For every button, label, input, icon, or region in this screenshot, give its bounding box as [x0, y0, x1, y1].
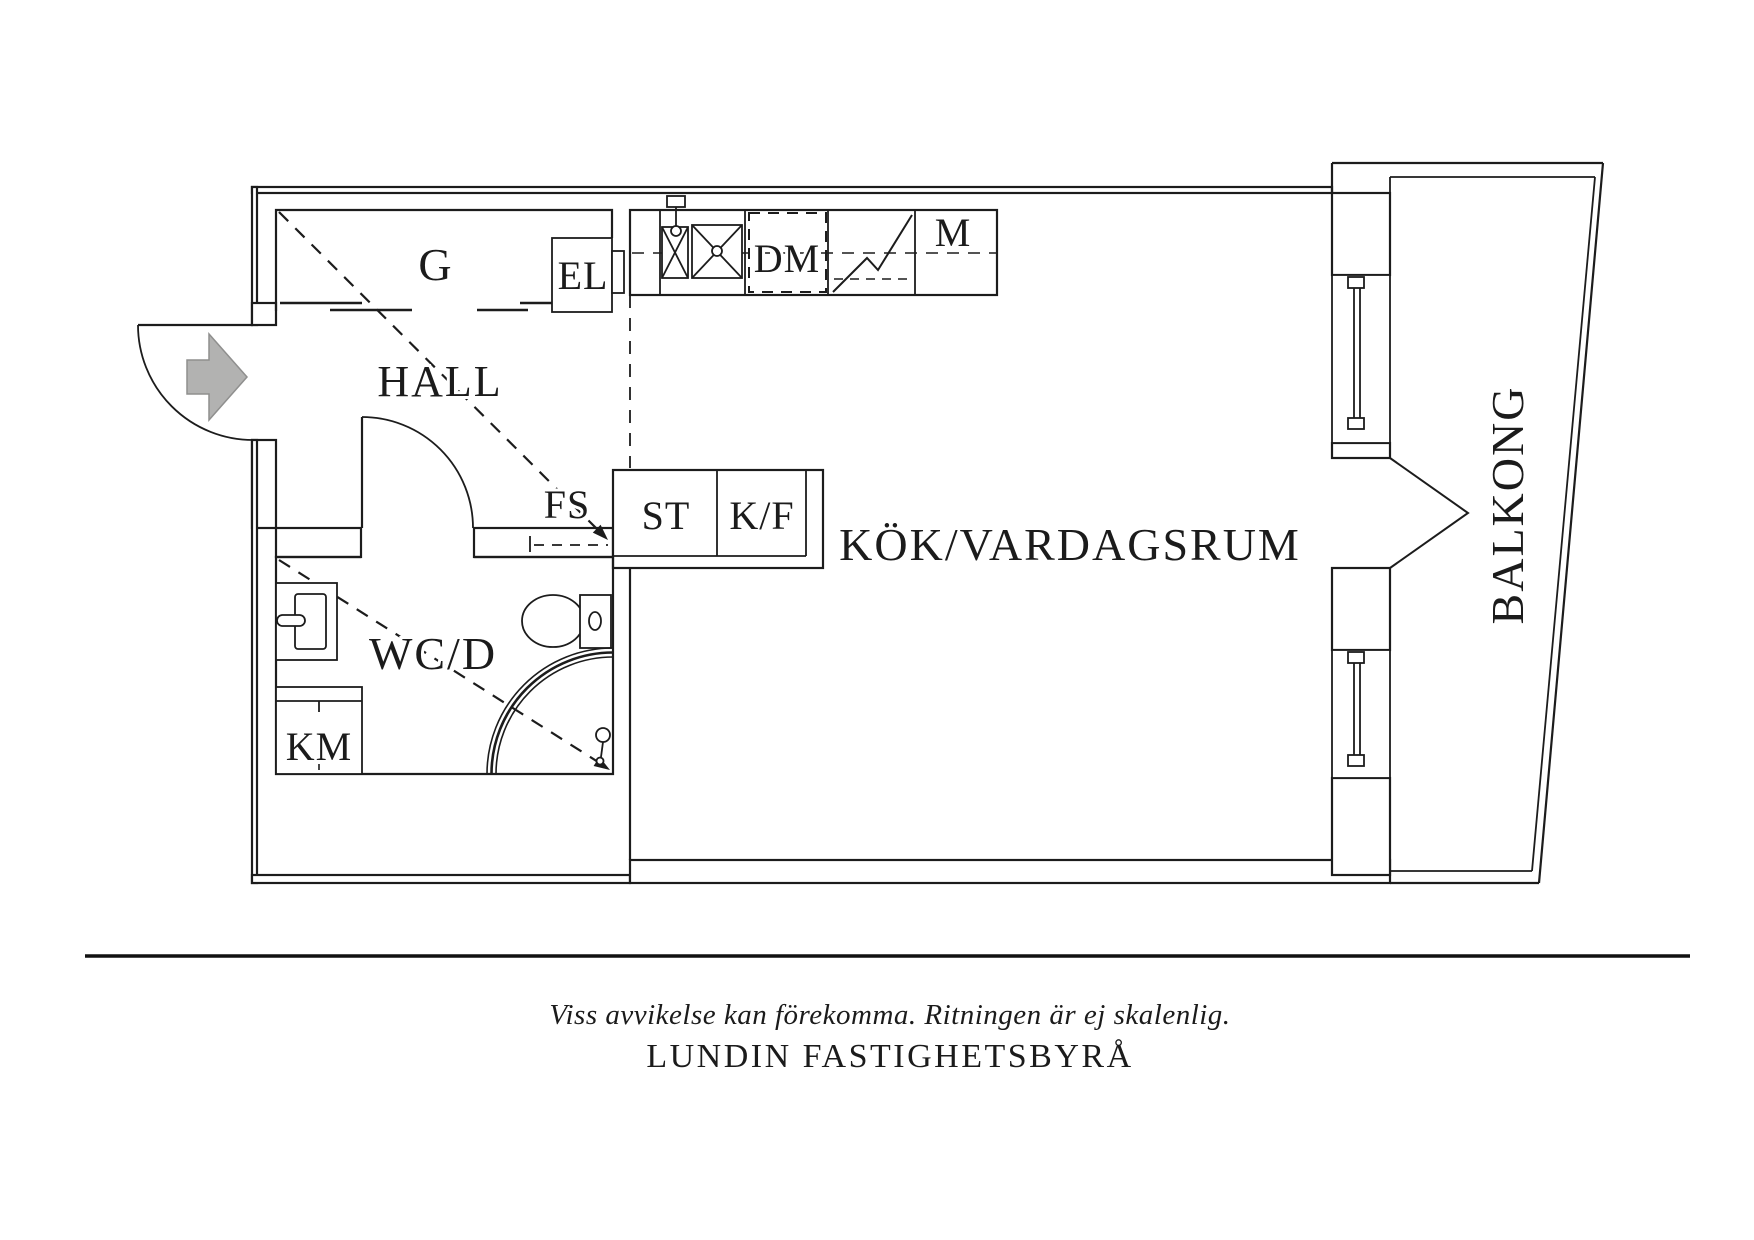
footer-disclaimer: Viss avvikelse kan förekomma. Ritningen …	[549, 999, 1230, 1031]
room-label-wardrobe: G	[418, 239, 453, 290]
window-lower	[1331, 649, 1391, 779]
kitchen-counter	[628, 195, 999, 297]
washing-machine-box	[275, 686, 363, 775]
sink-icon	[661, 195, 743, 279]
stove-icon	[832, 214, 913, 293]
el-cabinet	[551, 237, 625, 313]
entry-door	[137, 323, 254, 441]
washbasin-icon	[275, 582, 338, 661]
entrance-arrow-icon	[186, 332, 249, 422]
room-label-fs: FS	[544, 482, 591, 527]
shower-icon	[486, 647, 614, 775]
room-label-hall: HALL	[377, 357, 502, 406]
window-upper	[1331, 274, 1391, 444]
room-label-balcony: BALKONG	[1482, 386, 1533, 625]
footer: Viss avvikelse kan förekomma. Ritningen …	[85, 954, 1690, 1075]
apartment-walls	[250, 185, 1392, 885]
room-label-pantry: ST	[642, 493, 691, 538]
room-label-kitchen-living: KÖK/VARDAGSRUM	[839, 519, 1301, 570]
room-label-bathroom: WC/D	[369, 628, 497, 679]
room-labels: G EL HALL FS ST K/F DM M KÖK/VARDAGSRUM …	[283, 207, 1536, 772]
dishwasher-box	[748, 212, 827, 293]
balcony-door	[1389, 457, 1470, 569]
room-label-washing-machine: KM	[286, 724, 352, 769]
wardrobe-g-closet	[274, 208, 614, 312]
room-label-micro: M	[935, 210, 972, 255]
balcony-structure	[1330, 161, 1605, 885]
toilet-icon	[521, 594, 612, 649]
room-label-dishwasher: DM	[754, 236, 820, 281]
room-label-fridge-freezer: K/F	[729, 493, 794, 538]
hall-bathroom-door	[360, 416, 474, 529]
pantry-fridge-cabinets	[611, 468, 825, 570]
bathroom-room	[274, 555, 615, 776]
room-label-el: EL	[558, 253, 609, 298]
footer-brand: LUNDIN FASTIGHETSBYRÅ	[646, 1038, 1133, 1075]
